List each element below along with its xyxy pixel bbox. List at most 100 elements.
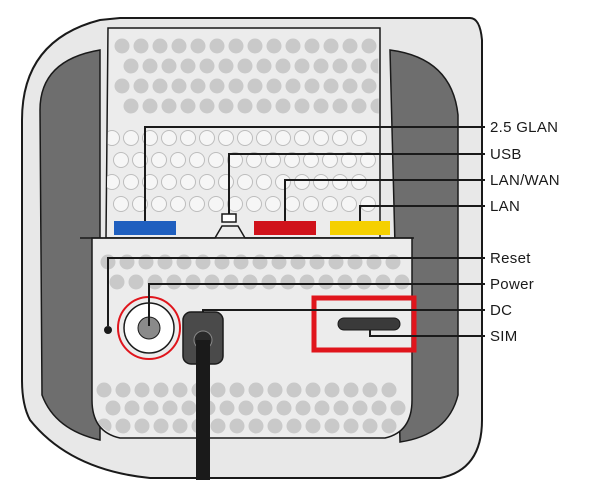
vent-hole — [257, 400, 273, 416]
label-reset: Reset — [490, 250, 531, 267]
vent-hole — [299, 274, 315, 290]
vent-hole — [332, 98, 348, 114]
vent-hole — [294, 98, 310, 114]
vent-hole — [113, 196, 129, 212]
vent-hole — [142, 58, 158, 74]
vent-hole — [181, 400, 197, 416]
vent-hole — [153, 382, 169, 398]
vent-hole — [113, 152, 129, 168]
vent-hole — [323, 38, 339, 54]
vent-hole — [237, 58, 253, 74]
vent-hole — [294, 130, 310, 146]
vent-hole — [267, 418, 283, 434]
vent-hole — [132, 152, 148, 168]
vent-hole — [286, 418, 302, 434]
vent-hole — [246, 152, 262, 168]
vent-hole — [375, 274, 391, 290]
vent-hole — [190, 38, 206, 54]
vent-hole — [284, 196, 300, 212]
vent-hole — [214, 254, 230, 270]
vent-hole — [324, 418, 340, 434]
vent-hole — [280, 274, 296, 290]
vent-hole — [109, 274, 125, 290]
vent-hole — [303, 196, 319, 212]
label-sim: SIM — [490, 328, 518, 345]
vent-hole — [185, 274, 201, 290]
vent-hole — [161, 98, 177, 114]
vent-hole — [313, 130, 329, 146]
vent-hole — [371, 400, 387, 416]
vent-hole — [133, 78, 149, 94]
vent-hole — [151, 152, 167, 168]
vent-hole — [176, 254, 192, 270]
vent-hole — [218, 58, 234, 74]
vent-hole — [303, 152, 319, 168]
vent-hole — [275, 174, 291, 190]
vent-hole — [147, 274, 163, 290]
vent-hole — [362, 382, 378, 398]
vent-hole — [170, 196, 186, 212]
vent-hole — [210, 418, 226, 434]
vent-hole — [180, 58, 196, 74]
vent-hole — [342, 38, 358, 54]
vent-hole — [237, 98, 253, 114]
vent-hole — [143, 400, 159, 416]
vent-hole — [324, 382, 340, 398]
vent-hole — [199, 98, 215, 114]
vent-hole — [227, 196, 243, 212]
vent-hole — [332, 174, 348, 190]
vent-hole — [161, 58, 177, 74]
vent-hole — [204, 274, 220, 290]
vent-hole — [189, 152, 205, 168]
vent-hole — [256, 130, 272, 146]
vent-hole — [223, 274, 239, 290]
reset-leader — [107, 257, 485, 326]
vent-hole — [134, 418, 150, 434]
vent-hole — [115, 418, 131, 434]
vent-hole — [138, 254, 154, 270]
vent-hole — [347, 254, 363, 270]
vent-hole — [294, 174, 310, 190]
vent-hole — [294, 58, 310, 74]
vent-hole — [333, 400, 349, 416]
vent-hole — [134, 382, 150, 398]
vent-hole — [285, 38, 301, 54]
sim-highlight-box — [311, 295, 417, 353]
vent-hole — [271, 254, 287, 270]
vent-hole — [362, 418, 378, 434]
dc-leader — [202, 309, 485, 312]
vent-hole — [96, 382, 112, 398]
vent-hole — [394, 274, 410, 290]
vent-hole — [381, 382, 397, 398]
vent-hole — [313, 174, 329, 190]
vent-hole — [343, 382, 359, 398]
vent-hole — [170, 152, 186, 168]
vent-hole — [123, 130, 139, 146]
vent-hole — [332, 130, 348, 146]
vent-hole — [351, 98, 367, 114]
vent-hole — [218, 98, 234, 114]
vent-hole — [153, 418, 169, 434]
vent-hole — [318, 274, 334, 290]
vent-hole — [238, 400, 254, 416]
vent-hole — [218, 174, 234, 190]
vent-hole — [284, 152, 300, 168]
vent-hole — [352, 400, 368, 416]
vent-hole — [343, 418, 359, 434]
vent-hole — [209, 38, 225, 54]
vent-hole — [248, 418, 264, 434]
vent-hole — [219, 400, 235, 416]
vent-hole — [229, 382, 245, 398]
vent-hole — [323, 78, 339, 94]
vent-hole — [246, 196, 262, 212]
vent-hole — [171, 78, 187, 94]
reset-pinhole — [104, 326, 112, 334]
vent-hole — [123, 58, 139, 74]
vent-hole — [157, 254, 173, 270]
vent-hole — [322, 196, 338, 212]
vent-hole — [309, 254, 325, 270]
vent-hole — [286, 382, 302, 398]
vent-hole — [366, 254, 382, 270]
vent-hole — [228, 78, 244, 94]
